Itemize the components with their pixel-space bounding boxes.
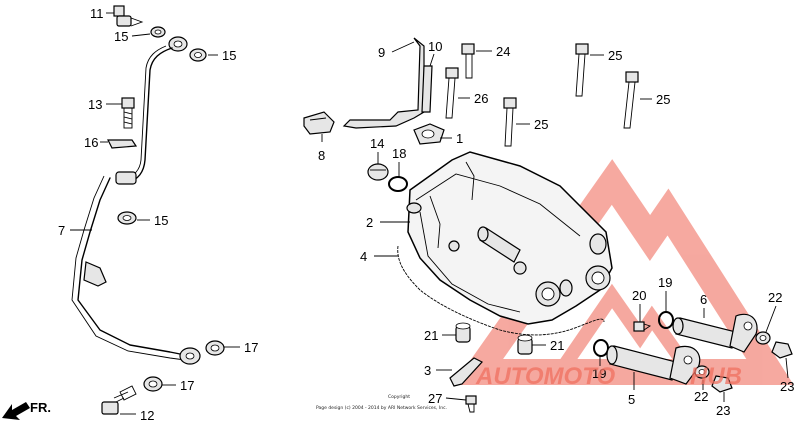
- callout-4[interactable]: 4: [360, 249, 367, 264]
- watermark-text-b: HUB: [690, 363, 742, 390]
- grommet-1: [413, 123, 445, 145]
- callout-23-right[interactable]: 23: [780, 379, 794, 394]
- callout-6[interactable]: 6: [700, 292, 707, 307]
- gasket-4: [397, 245, 605, 336]
- callout-27[interactable]: 27: [428, 391, 442, 406]
- watermark-text-a: AUTOMOTO: [475, 363, 615, 390]
- o-ring-18: [388, 176, 408, 192]
- oil-pipe-lower: [77, 177, 186, 356]
- callout-19-left[interactable]: 19: [592, 366, 606, 381]
- callout-17-upper[interactable]: 17: [244, 340, 258, 355]
- callout-21-left[interactable]: 21: [424, 328, 438, 343]
- callout-18[interactable]: 18: [392, 146, 406, 161]
- oil-pipe-assembly: [71, 5, 225, 415]
- copyright-title: Copyright: [388, 394, 410, 400]
- callout-20[interactable]: 20: [632, 288, 646, 303]
- callout-21-right[interactable]: 21: [550, 338, 564, 353]
- callout-26[interactable]: 26: [474, 91, 488, 106]
- screw-20: [633, 321, 652, 332]
- bolt-12: [101, 385, 137, 415]
- front-direction-arrow: [2, 402, 30, 420]
- bolt-11: [113, 5, 144, 27]
- leader-lines: [70, 12, 789, 415]
- callout-14[interactable]: 14: [370, 136, 384, 151]
- bolt-26: [445, 67, 459, 119]
- rocker-shaft-6: [672, 313, 758, 353]
- tube-10: [421, 65, 433, 113]
- bolt-23-left: [711, 375, 733, 393]
- callout-25-top[interactable]: 25: [608, 48, 622, 63]
- dowel-21-left: [455, 322, 471, 343]
- oil-filler-cap-14: [367, 163, 389, 181]
- callout-8[interactable]: 8: [318, 148, 325, 163]
- callout-2[interactable]: 2: [366, 215, 373, 230]
- copyright-notice: Page design (c) 2004 - 2014 by ARI Netwo…: [316, 405, 447, 411]
- callout-17-lower[interactable]: 17: [180, 378, 194, 393]
- callout-11[interactable]: 11: [90, 6, 104, 21]
- callout-23-left[interactable]: 23: [716, 403, 730, 418]
- callout-12[interactable]: 12: [140, 408, 154, 423]
- dowel-21-right: [517, 334, 533, 355]
- watermark-logo: [452, 159, 794, 385]
- callout-3[interactable]: 3: [424, 363, 431, 378]
- watermark-text: AUTOMOTO HUB: [475, 363, 742, 390]
- pipe-bracket: [83, 261, 107, 287]
- front-direction-label: FR.: [30, 400, 51, 415]
- callout-19-right[interactable]: 19: [658, 275, 672, 290]
- callout-25-right[interactable]: 25: [656, 92, 670, 107]
- clamp-3: [449, 357, 483, 387]
- callout-1[interactable]: 1: [456, 131, 463, 146]
- bolt-13: [121, 97, 135, 129]
- callout-15-right[interactable]: 15: [222, 48, 236, 63]
- callout-25-center[interactable]: 25: [534, 117, 548, 132]
- grommet-8: [303, 111, 335, 135]
- bolt-25-right: [623, 71, 639, 129]
- bolt-24: [461, 43, 475, 79]
- callout-22-right[interactable]: 22: [768, 290, 782, 305]
- clip-16: [107, 139, 138, 149]
- callout-labels: 11 15 15 13 16 7 15 17 17 12 9 10 24 25 …: [30, 6, 794, 423]
- callout-15-top[interactable]: 15: [114, 29, 128, 44]
- callout-24[interactable]: 24: [496, 44, 510, 59]
- bolt-25-center: [503, 97, 517, 147]
- oil-pipe-upper: [127, 47, 173, 183]
- o-ring-19-left: [593, 339, 609, 357]
- callout-5[interactable]: 5: [628, 392, 635, 407]
- callout-22-left[interactable]: 22: [694, 389, 708, 404]
- bolt-23-right: [771, 341, 793, 359]
- screw-27: [465, 395, 477, 413]
- cylinder-head-cover-2: [406, 151, 613, 325]
- callout-9[interactable]: 9: [378, 45, 385, 60]
- rocker-shaft-5: [606, 345, 701, 385]
- callout-10[interactable]: 10: [428, 39, 442, 54]
- bolt-25-top: [575, 43, 589, 97]
- callout-7[interactable]: 7: [58, 223, 65, 238]
- callout-15-middle[interactable]: 15: [154, 213, 168, 228]
- callout-13[interactable]: 13: [88, 97, 102, 112]
- callout-16[interactable]: 16: [84, 135, 98, 150]
- pipe-joint: [115, 171, 137, 185]
